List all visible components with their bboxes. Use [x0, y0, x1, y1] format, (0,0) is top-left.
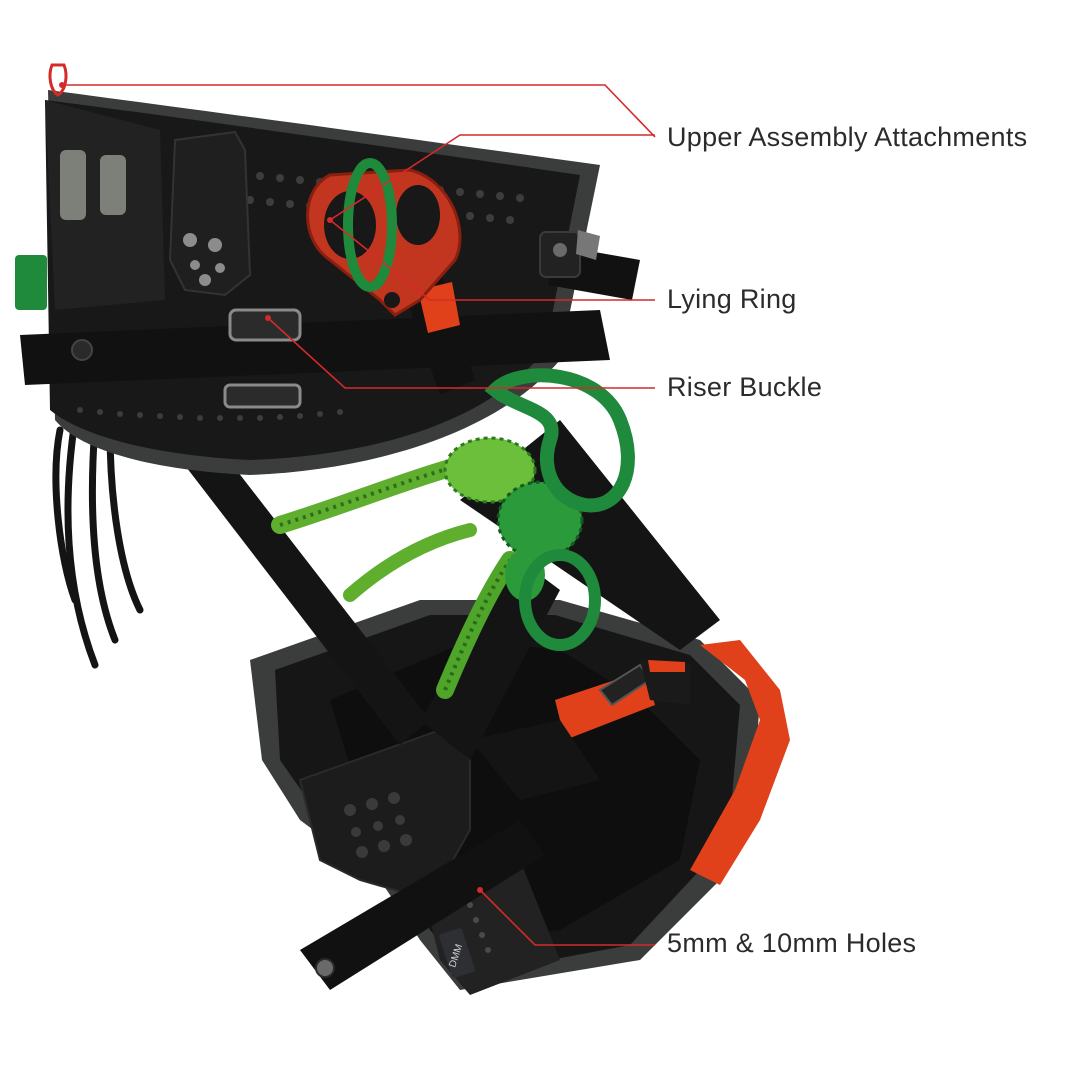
lying-ring-assembly	[306, 158, 462, 317]
waist-belt	[15, 63, 640, 475]
leader-lines	[62, 84, 656, 946]
leader-endpoints	[59, 82, 483, 893]
lying-ring-leader	[329, 134, 655, 221]
holes-label: 5mm & 10mm Holes	[667, 928, 917, 958]
bridge-rings	[484, 368, 635, 651]
holes-leader	[479, 889, 655, 946]
riser-buckle-leader	[267, 317, 655, 389]
upper-assembly-leader	[62, 84, 656, 138]
upper-assembly-label: Upper Assembly Attachments	[667, 122, 1028, 152]
lying-ring-leader-2	[329, 219, 655, 301]
lying-ring-label: Lying Ring	[667, 284, 797, 314]
riser-buckle-label: Riser Buckle	[667, 372, 823, 402]
